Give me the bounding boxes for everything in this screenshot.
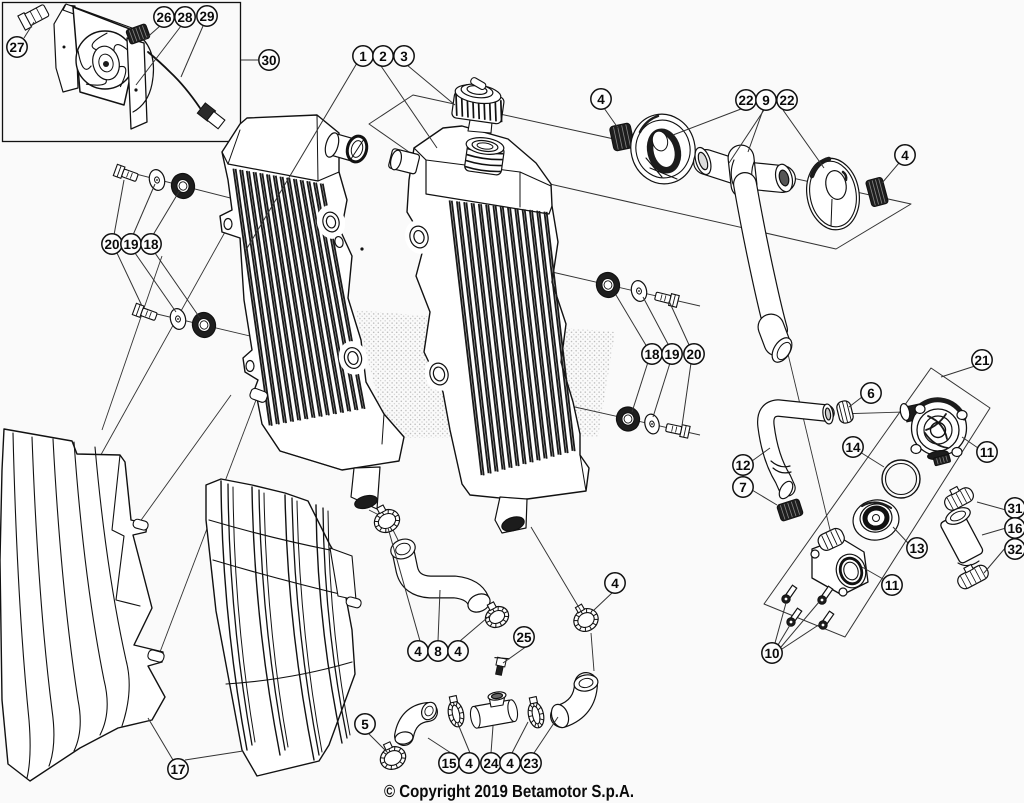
svg-text:20: 20 (104, 237, 119, 252)
svg-text:32: 32 (1007, 542, 1022, 557)
svg-text:17: 17 (170, 762, 185, 777)
svg-text:30: 30 (261, 53, 276, 68)
svg-text:12: 12 (735, 458, 750, 473)
svg-text:4: 4 (414, 644, 422, 659)
svg-text:7: 7 (739, 480, 747, 495)
svg-text:1: 1 (359, 49, 367, 64)
svg-text:20: 20 (686, 347, 701, 362)
svg-text:19: 19 (664, 347, 679, 362)
svg-text:4: 4 (611, 576, 619, 591)
svg-text:21: 21 (974, 353, 990, 368)
svg-text:22: 22 (738, 93, 753, 108)
svg-text:27: 27 (9, 40, 24, 55)
svg-text:9: 9 (762, 93, 770, 108)
svg-text:25: 25 (516, 630, 532, 645)
svg-text:18: 18 (644, 347, 660, 362)
svg-text:26: 26 (156, 10, 172, 25)
svg-text:2: 2 (379, 49, 387, 64)
svg-text:16: 16 (1007, 521, 1023, 536)
svg-text:4: 4 (597, 92, 605, 107)
svg-text:3: 3 (400, 49, 408, 64)
svg-text:4: 4 (454, 644, 462, 659)
svg-text:11: 11 (885, 578, 900, 593)
svg-text:14: 14 (845, 440, 861, 455)
svg-text:6: 6 (867, 386, 875, 401)
svg-text:13: 13 (909, 541, 925, 556)
svg-text:4: 4 (901, 148, 909, 163)
svg-text:23: 23 (523, 756, 539, 771)
svg-text:8: 8 (434, 644, 442, 659)
svg-text:29: 29 (199, 9, 214, 24)
svg-text:5: 5 (361, 717, 369, 732)
svg-text:11: 11 (980, 445, 995, 460)
svg-text:© Copyright 2019 Betamotor S.p: © Copyright 2019 Betamotor S.p.A. (384, 781, 634, 801)
svg-text:31: 31 (1007, 501, 1023, 516)
svg-text:22: 22 (779, 93, 794, 108)
svg-text:28: 28 (177, 10, 193, 25)
svg-text:18: 18 (143, 237, 159, 252)
svg-text:4: 4 (465, 756, 473, 771)
svg-text:24: 24 (483, 756, 499, 771)
svg-text:10: 10 (764, 646, 779, 661)
svg-text:19: 19 (123, 237, 138, 252)
svg-text:15: 15 (441, 756, 457, 771)
svg-text:4: 4 (506, 756, 514, 771)
